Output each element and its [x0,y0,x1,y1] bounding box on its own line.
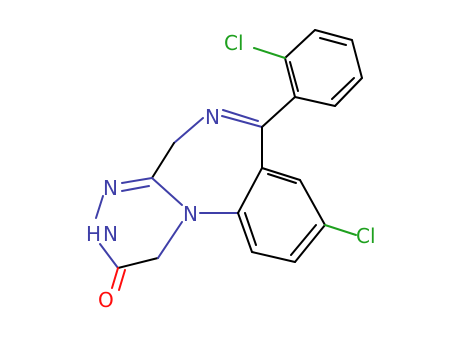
bond [319,37,347,46]
bond-c-n-imine [221,115,263,128]
bond-cl-right [324,224,357,236]
bond [294,224,326,263]
bond-nh-c [99,243,119,269]
bond [237,212,253,253]
chlorine-label-right: Cl [356,224,376,248]
bond [244,212,257,246]
bond [284,57,296,98]
bond [289,61,299,92]
bond [294,96,336,107]
nitrogen-label-imine: N [205,105,220,129]
bond-c-n-double-2 [121,185,150,192]
nitrogen-label-nh: N [103,222,118,246]
chlorine-label-top: Cl [224,31,244,55]
bond [334,77,363,107]
bond [284,29,316,59]
bond-c-n-imine-double [222,109,259,122]
bond [314,29,353,41]
chlorophenyl-ring [284,29,363,107]
bond [267,173,297,184]
bond [290,224,317,256]
oxygen-label: O [98,288,114,312]
bond-c-n-double [121,177,153,184]
nitrogen-label-triazine: N [103,176,118,200]
bond-cl-top [253,47,286,59]
bond-ch2-nbridge [157,221,183,259]
hydrogen-label-nh: H [86,222,101,246]
diazepine-ring [151,109,263,214]
bond [261,96,296,128]
bond-c-nbridge [151,177,183,206]
bond [151,142,175,179]
bond-n-ch2 [173,117,204,144]
benzo-ring [237,167,326,263]
bond [351,39,363,79]
bond [251,251,296,263]
triazinone-ring [95,177,183,269]
bond [261,167,301,181]
bond-n-nh [95,195,104,219]
bond-c-o-double [118,269,126,291]
nitrogen-label-bridge: N [183,202,198,226]
bond [237,167,263,214]
bond [117,257,159,269]
bond [299,179,326,226]
bond-c-o [111,267,119,289]
bond [331,77,355,100]
